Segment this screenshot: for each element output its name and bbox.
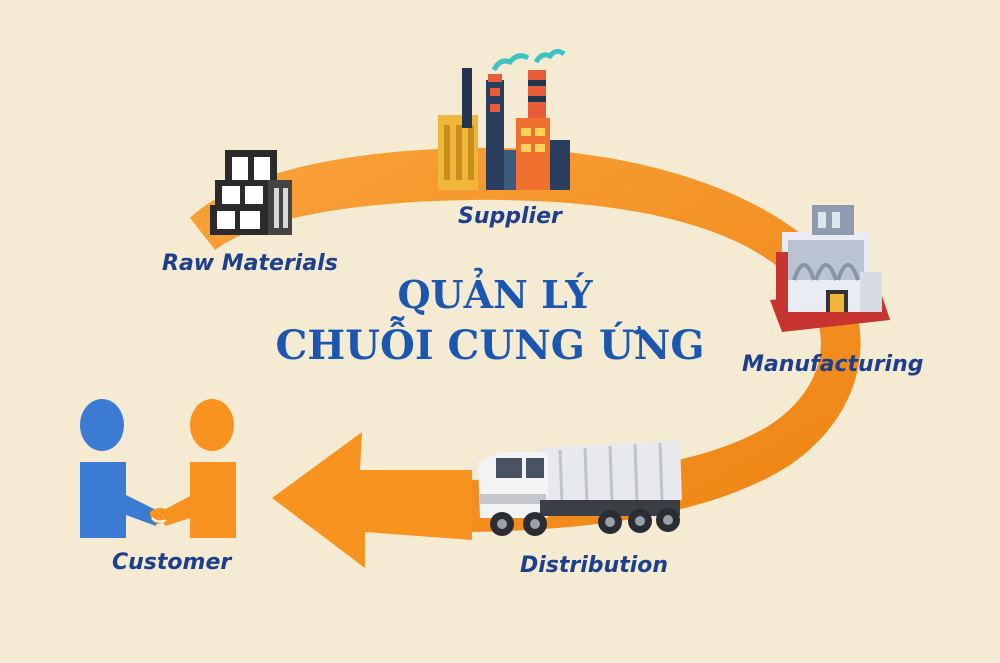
supplier-label: Supplier: [458, 204, 562, 229]
raw-materials-label: Raw Materials: [162, 251, 338, 276]
cycle-arrow-head: [272, 432, 472, 568]
customer-label: Customer: [112, 550, 232, 575]
manufacturing-label: Manufacturing: [742, 352, 924, 377]
distribution-label: Distribution: [520, 553, 669, 578]
dump-truck-icon: [478, 440, 682, 536]
plant-building-icon: [770, 205, 890, 332]
title-line-2: CHUỖI CUNG ỨNG: [275, 322, 705, 369]
factory-icon: [438, 48, 570, 190]
title-line-1: QUẢN LÝ: [397, 272, 593, 317]
handshake-people-icon: [80, 399, 236, 538]
stacked-blocks-icon: [210, 150, 292, 235]
